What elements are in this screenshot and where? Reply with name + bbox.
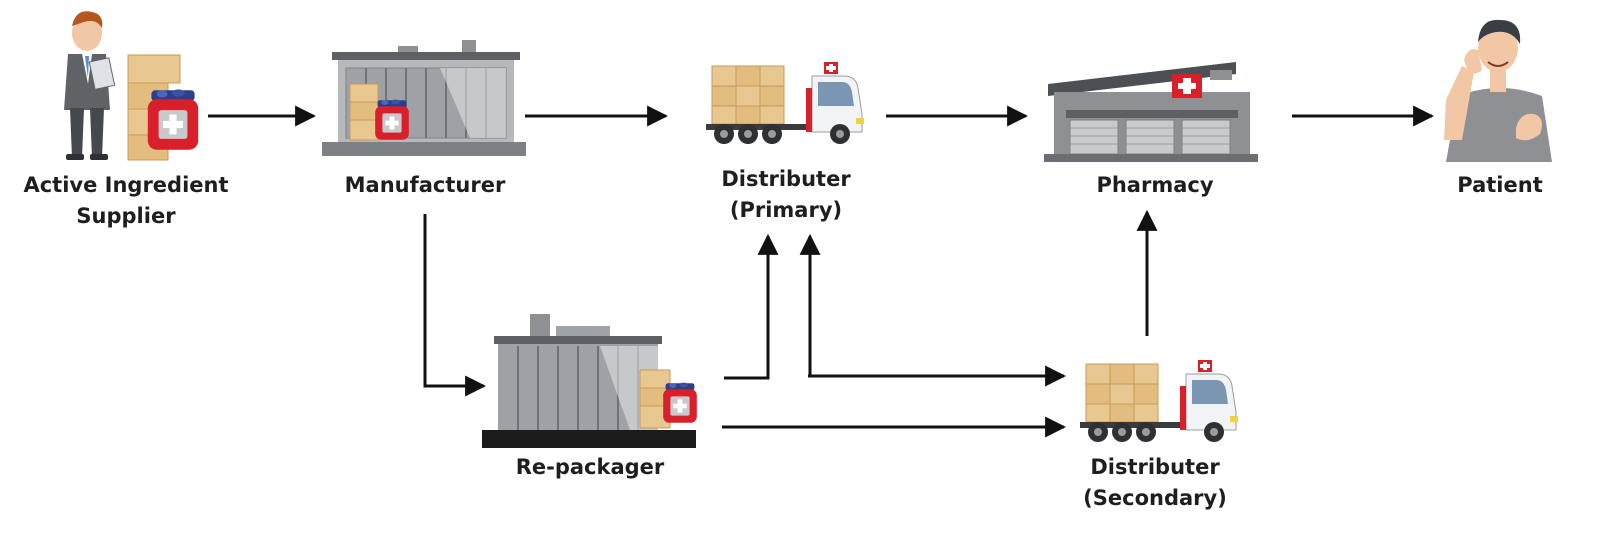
distributor-secondary-label: Distributer (Secondary) <box>1060 452 1250 514</box>
supplier-label: Active Ingredient Supplier <box>0 170 252 232</box>
pharmacy-building-icon <box>1044 62 1258 162</box>
edge-repackager-to-distributor-primary <box>724 233 779 380</box>
repackager-label-text: Re-packager <box>515 455 665 479</box>
pharmacy-label-text: Pharmacy <box>1096 173 1214 197</box>
patient-person-icon <box>1444 19 1552 162</box>
pharmacy-label: Pharmacy <box>1060 170 1250 201</box>
distributor-primary-label: Distributer (Primary) <box>690 164 882 226</box>
repackager-label: Re-packager <box>490 452 690 483</box>
distributor-secondary-label-line1: Distributer <box>1090 455 1220 479</box>
delivery-truck-icon <box>1080 359 1239 443</box>
manufacturer-label: Manufacturer <box>320 170 530 201</box>
edge-manufacturer-to-repackager <box>423 214 487 397</box>
distributor-secondary-label-line2: (Secondary) <box>1083 486 1227 510</box>
repackaging-warehouse-icon <box>482 314 697 448</box>
supplier-label-line1: Active Ingredient <box>23 173 229 197</box>
distributor-primary-label-line2: (Primary) <box>729 198 843 222</box>
manufacturer-label-text: Manufacturer <box>344 173 506 197</box>
patient-label-text: Patient <box>1457 173 1543 197</box>
supplier-label-line2: Supplier <box>76 204 176 228</box>
distributor-primary-label-line1: Distributer <box>721 167 851 191</box>
factory-building-icon <box>322 40 526 156</box>
delivery-truck-icon <box>706 61 865 145</box>
businessman-with-clipboard-icon <box>64 11 199 161</box>
patient-label: Patient <box>1430 170 1570 201</box>
